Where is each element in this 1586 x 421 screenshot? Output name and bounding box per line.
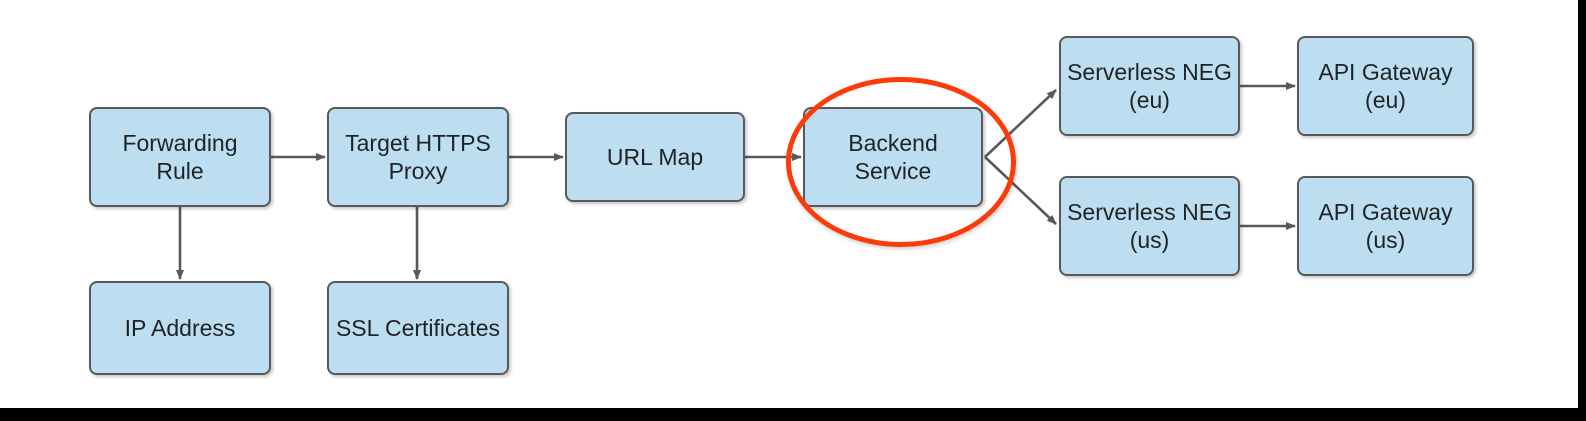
node-backend-service[interactable]: Backend Service bbox=[803, 107, 983, 207]
node-target-https-proxy[interactable]: Target HTTPS Proxy bbox=[327, 107, 509, 207]
node-label: URL Map bbox=[606, 143, 704, 170]
node-label: Backend Service bbox=[848, 129, 938, 184]
node-forwarding-rule[interactable]: Forwarding Rule bbox=[89, 107, 271, 207]
right-edge-bar bbox=[1578, 0, 1586, 421]
node-serverless-neg-us[interactable]: Serverless NEG (us) bbox=[1059, 176, 1240, 276]
node-label: Serverless NEG (us) bbox=[1067, 198, 1232, 253]
edge-backend-to-neg-us bbox=[984, 156, 1057, 225]
node-url-map[interactable]: URL Map bbox=[565, 112, 745, 202]
node-api-gateway-eu[interactable]: API Gateway (eu) bbox=[1297, 36, 1474, 136]
node-label: Target HTTPS Proxy bbox=[345, 129, 491, 184]
node-label: SSL Certificates bbox=[335, 314, 501, 341]
node-label: API Gateway (us) bbox=[1318, 198, 1453, 253]
bottom-edge-bar bbox=[0, 408, 1586, 421]
node-label: IP Address bbox=[124, 314, 236, 341]
node-api-gateway-us[interactable]: API Gateway (us) bbox=[1297, 176, 1474, 276]
node-ip-address[interactable]: IP Address bbox=[89, 281, 271, 375]
node-label: Forwarding Rule bbox=[122, 129, 238, 184]
node-serverless-neg-eu[interactable]: Serverless NEG (eu) bbox=[1059, 36, 1240, 136]
edge-backend-to-neg-eu bbox=[984, 89, 1057, 158]
node-ssl-certificates[interactable]: SSL Certificates bbox=[327, 281, 509, 375]
node-label: API Gateway (eu) bbox=[1318, 58, 1453, 113]
node-label: Serverless NEG (eu) bbox=[1067, 58, 1232, 113]
